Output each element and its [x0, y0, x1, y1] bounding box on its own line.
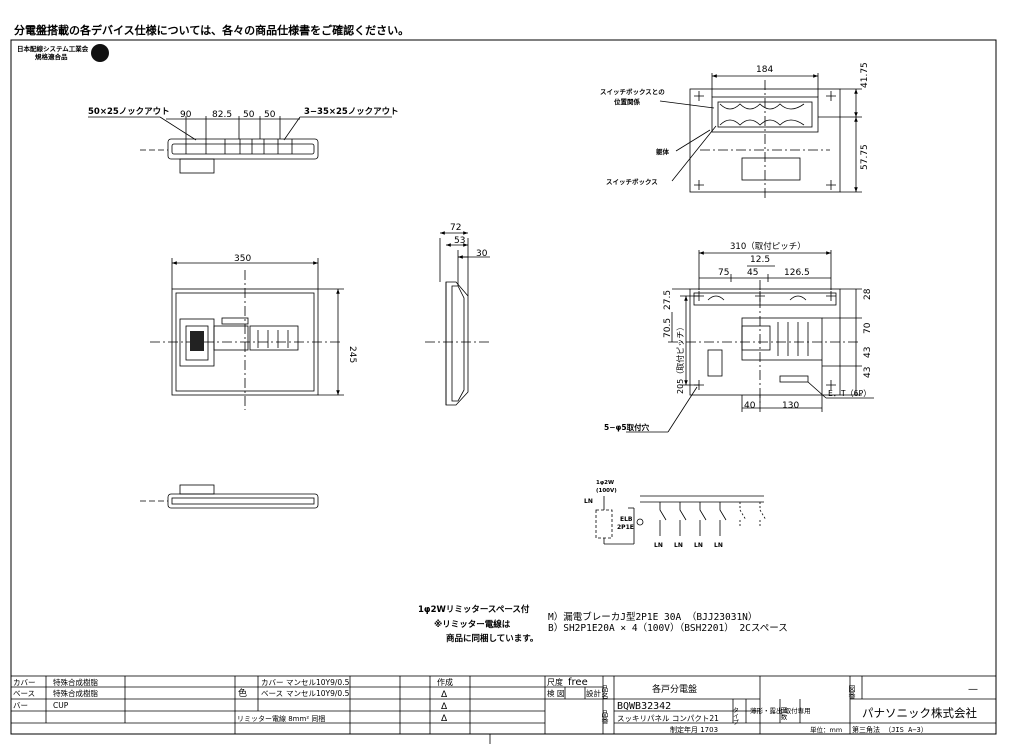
dim-43a: 43 — [863, 347, 873, 358]
note-spec-m: M）漏電ブレーカJ型2P1E 30A （BJJ23031N） — [548, 611, 757, 623]
circuit-branch-3: LN — [694, 542, 703, 549]
mount-view — [626, 250, 874, 433]
tb-finish-cover: 特殊合成樹脂 — [53, 677, 98, 687]
dim-43b: 43 — [863, 367, 873, 378]
side-dim-53: 53 — [454, 236, 465, 246]
association-mark: 日本配線システム工業会 規格適合品 — [17, 44, 109, 62]
tb-established: 制定年月 1703 — [670, 725, 718, 734]
mount-crosses — [694, 291, 836, 390]
tb-surface-label: 面数 — [779, 707, 787, 722]
tb-company: パナソニック株式会社 — [862, 706, 977, 720]
label-position-2: 位置関係 — [614, 97, 641, 106]
dim-top-50b: 50 — [264, 110, 276, 120]
note-limiter-1: 1φ2Wリミッタースペース付 — [418, 604, 530, 615]
dim-75: 75 — [718, 268, 729, 278]
tb-product-series: スッキリパネル コンパクト21 — [617, 714, 719, 723]
tb-color-cover-part: カバー — [261, 678, 284, 687]
tb-check-label: 検 図 — [547, 688, 564, 698]
tb-color-cover-value: マンセル10Y9/0.5 — [286, 678, 350, 687]
tb-finish-base: 特殊合成樹脂 — [53, 688, 98, 698]
side-dim-72: 72 — [450, 223, 461, 233]
dim-130: 130 — [782, 401, 799, 411]
tb-color-base-part: ベース — [261, 689, 283, 698]
label-position-1: スイッチボックスとの — [600, 87, 665, 96]
circuit-branch-1: LN — [654, 542, 663, 549]
circuit-elb-1: ELB — [620, 516, 633, 523]
label-body: 躯体 — [656, 147, 670, 156]
tb-product-number: BQWB32342 — [617, 701, 671, 712]
dim-27-5: 27.5 — [663, 290, 673, 310]
note-limiter-2: ※リミッター電線は — [434, 619, 511, 630]
tb-part-cover: カバー — [13, 678, 36, 687]
tb-mark-1: Δ — [441, 690, 448, 700]
association-dot-icon — [91, 44, 109, 62]
association-line-1: 日本配線システム工業会 — [17, 44, 89, 53]
dim-top-50a: 50 — [243, 110, 255, 120]
dim-41-75: 41.75 — [860, 62, 870, 88]
front-width-dim: 350 — [234, 254, 251, 264]
knockout-right-label: 3−35×25ノックアウト — [304, 106, 399, 117]
note-spec-b: B）SH2P1E20A × 4（100V）（BSH2201） 2Cスペース — [548, 622, 788, 634]
tb-projection: 第三角法 （JIS A−3） — [852, 725, 928, 734]
dim-126-5: 126.5 — [784, 268, 810, 278]
knockout-left-label: 50×25ノックアウト — [88, 106, 170, 117]
tb-mark-3: Δ — [441, 714, 448, 724]
front-height-dim: 245 — [347, 346, 357, 363]
circuit-ln: LN — [584, 498, 593, 505]
tb-mark-2: Δ — [441, 702, 448, 712]
tb-scale-value: free — [568, 677, 588, 688]
dim-28: 28 — [863, 288, 873, 300]
circuit-elb-2: 2P1E — [617, 524, 634, 531]
et-label: E．T（6P） — [828, 389, 871, 398]
dim-184: 184 — [756, 65, 773, 75]
side-dim-30: 30 — [476, 249, 488, 259]
bottom-view — [140, 484, 319, 509]
dim-70: 70 — [863, 322, 873, 334]
dim-57-75: 57.75 — [860, 144, 870, 170]
side-view — [425, 231, 490, 406]
tb-design-label: 設計 — [586, 688, 601, 698]
header-note: 分電盤搭載の各デバイス仕様については、各々の商品仕様書をご確認ください。 — [14, 23, 409, 37]
tb-drawing-label: 図番 — [848, 685, 856, 700]
tb-name-label: 品名 — [601, 685, 609, 700]
dim-top-90: 90 — [180, 110, 192, 120]
circuit-diagram — [595, 495, 767, 545]
tb-part-base: ベース — [13, 689, 35, 698]
dim-pitch-width: 310（取付ピッチ） — [730, 241, 806, 252]
title-block-grid — [10, 675, 997, 744]
circuit-branch-4: LN — [714, 542, 723, 549]
tb-product-name: 各戸分電盤 — [652, 683, 697, 695]
switch-box-view — [659, 73, 862, 200]
top-view — [88, 116, 392, 174]
tb-color-label: 色 — [238, 687, 247, 699]
dim-70-5: 70.5 — [663, 318, 673, 338]
tb-unit: 単位：mm — [810, 725, 842, 734]
circuit-supply-1: 1φ2W — [596, 480, 614, 486]
circuit-supply-2: (100V) — [596, 488, 617, 494]
dim-45: 45 — [747, 268, 758, 278]
tb-number-label: 品番 — [601, 710, 609, 725]
dim-pitch-height: 205（取付ピッチ） — [675, 323, 685, 394]
switch-box-crosses — [694, 91, 836, 190]
tb-limiter-wire: リミッター電線 8mm² 同梱 — [237, 714, 325, 723]
association-line-2: 規格適合品 — [35, 52, 68, 61]
dim-40: 40 — [744, 401, 756, 411]
front-view — [150, 258, 344, 410]
dim-12-5: 12.5 — [750, 255, 770, 265]
circuit-branch-2: LN — [674, 542, 683, 549]
front-breaker-black — [190, 331, 204, 351]
tb-created-label: 作成 — [437, 677, 453, 687]
tb-type-value: 薄形・露出 取付専用 — [750, 706, 811, 715]
note-limiter-3: 商品に同梱しています。 — [446, 633, 538, 644]
tb-scale-label: 尺度 — [547, 677, 563, 687]
tb-part-bar: バー — [13, 701, 28, 710]
tb-finish-bar: CUP — [53, 701, 69, 710]
dim-top-82-5: 82.5 — [212, 110, 232, 120]
holes-label: 5−φ5取付穴 — [604, 422, 650, 432]
tb-color-base-value: マンセル10Y9/0.5 — [286, 689, 350, 698]
tb-drawing-value: — — [968, 684, 978, 695]
tb-type-label: タイプ — [732, 707, 739, 725]
label-switch-box: スイッチボックス — [606, 177, 658, 186]
